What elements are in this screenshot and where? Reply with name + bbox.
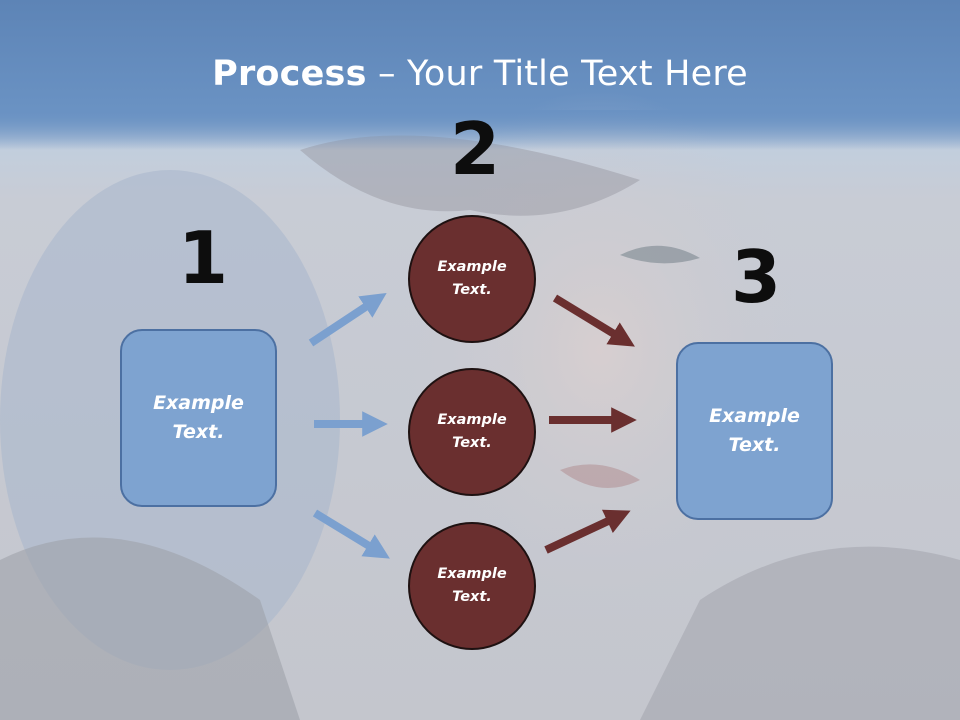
right-box-line1: Example: [709, 405, 800, 427]
title-strong: Process: [212, 54, 367, 94]
slide-title: Process – Your Title Text Here: [0, 54, 960, 94]
right-box-line2: Text.: [728, 434, 781, 456]
circle-2-line1: Example: [437, 412, 507, 428]
arrow-box-to-circle-3: [312, 509, 390, 559]
circle-1-line2: Text.: [452, 282, 492, 298]
step-number-3: 3: [731, 235, 782, 319]
circle-1-line1: Example: [437, 259, 507, 275]
arrow-box-to-circle-1: [308, 292, 387, 347]
arrow-circle-3-to-box: [544, 509, 631, 554]
step-number-2: 2: [450, 107, 501, 191]
left-box-line1: Example: [153, 392, 244, 414]
title-rest: – Your Title Text Here: [366, 54, 748, 94]
circle-2-line2: Text.: [452, 435, 492, 451]
circle-3-line2: Text.: [452, 589, 492, 605]
arrow-circle-1-to-box: [552, 294, 635, 347]
circle-3-line1: Example: [437, 566, 507, 582]
left-box-line2: Text.: [172, 421, 225, 443]
step-number-1: 1: [178, 216, 229, 300]
